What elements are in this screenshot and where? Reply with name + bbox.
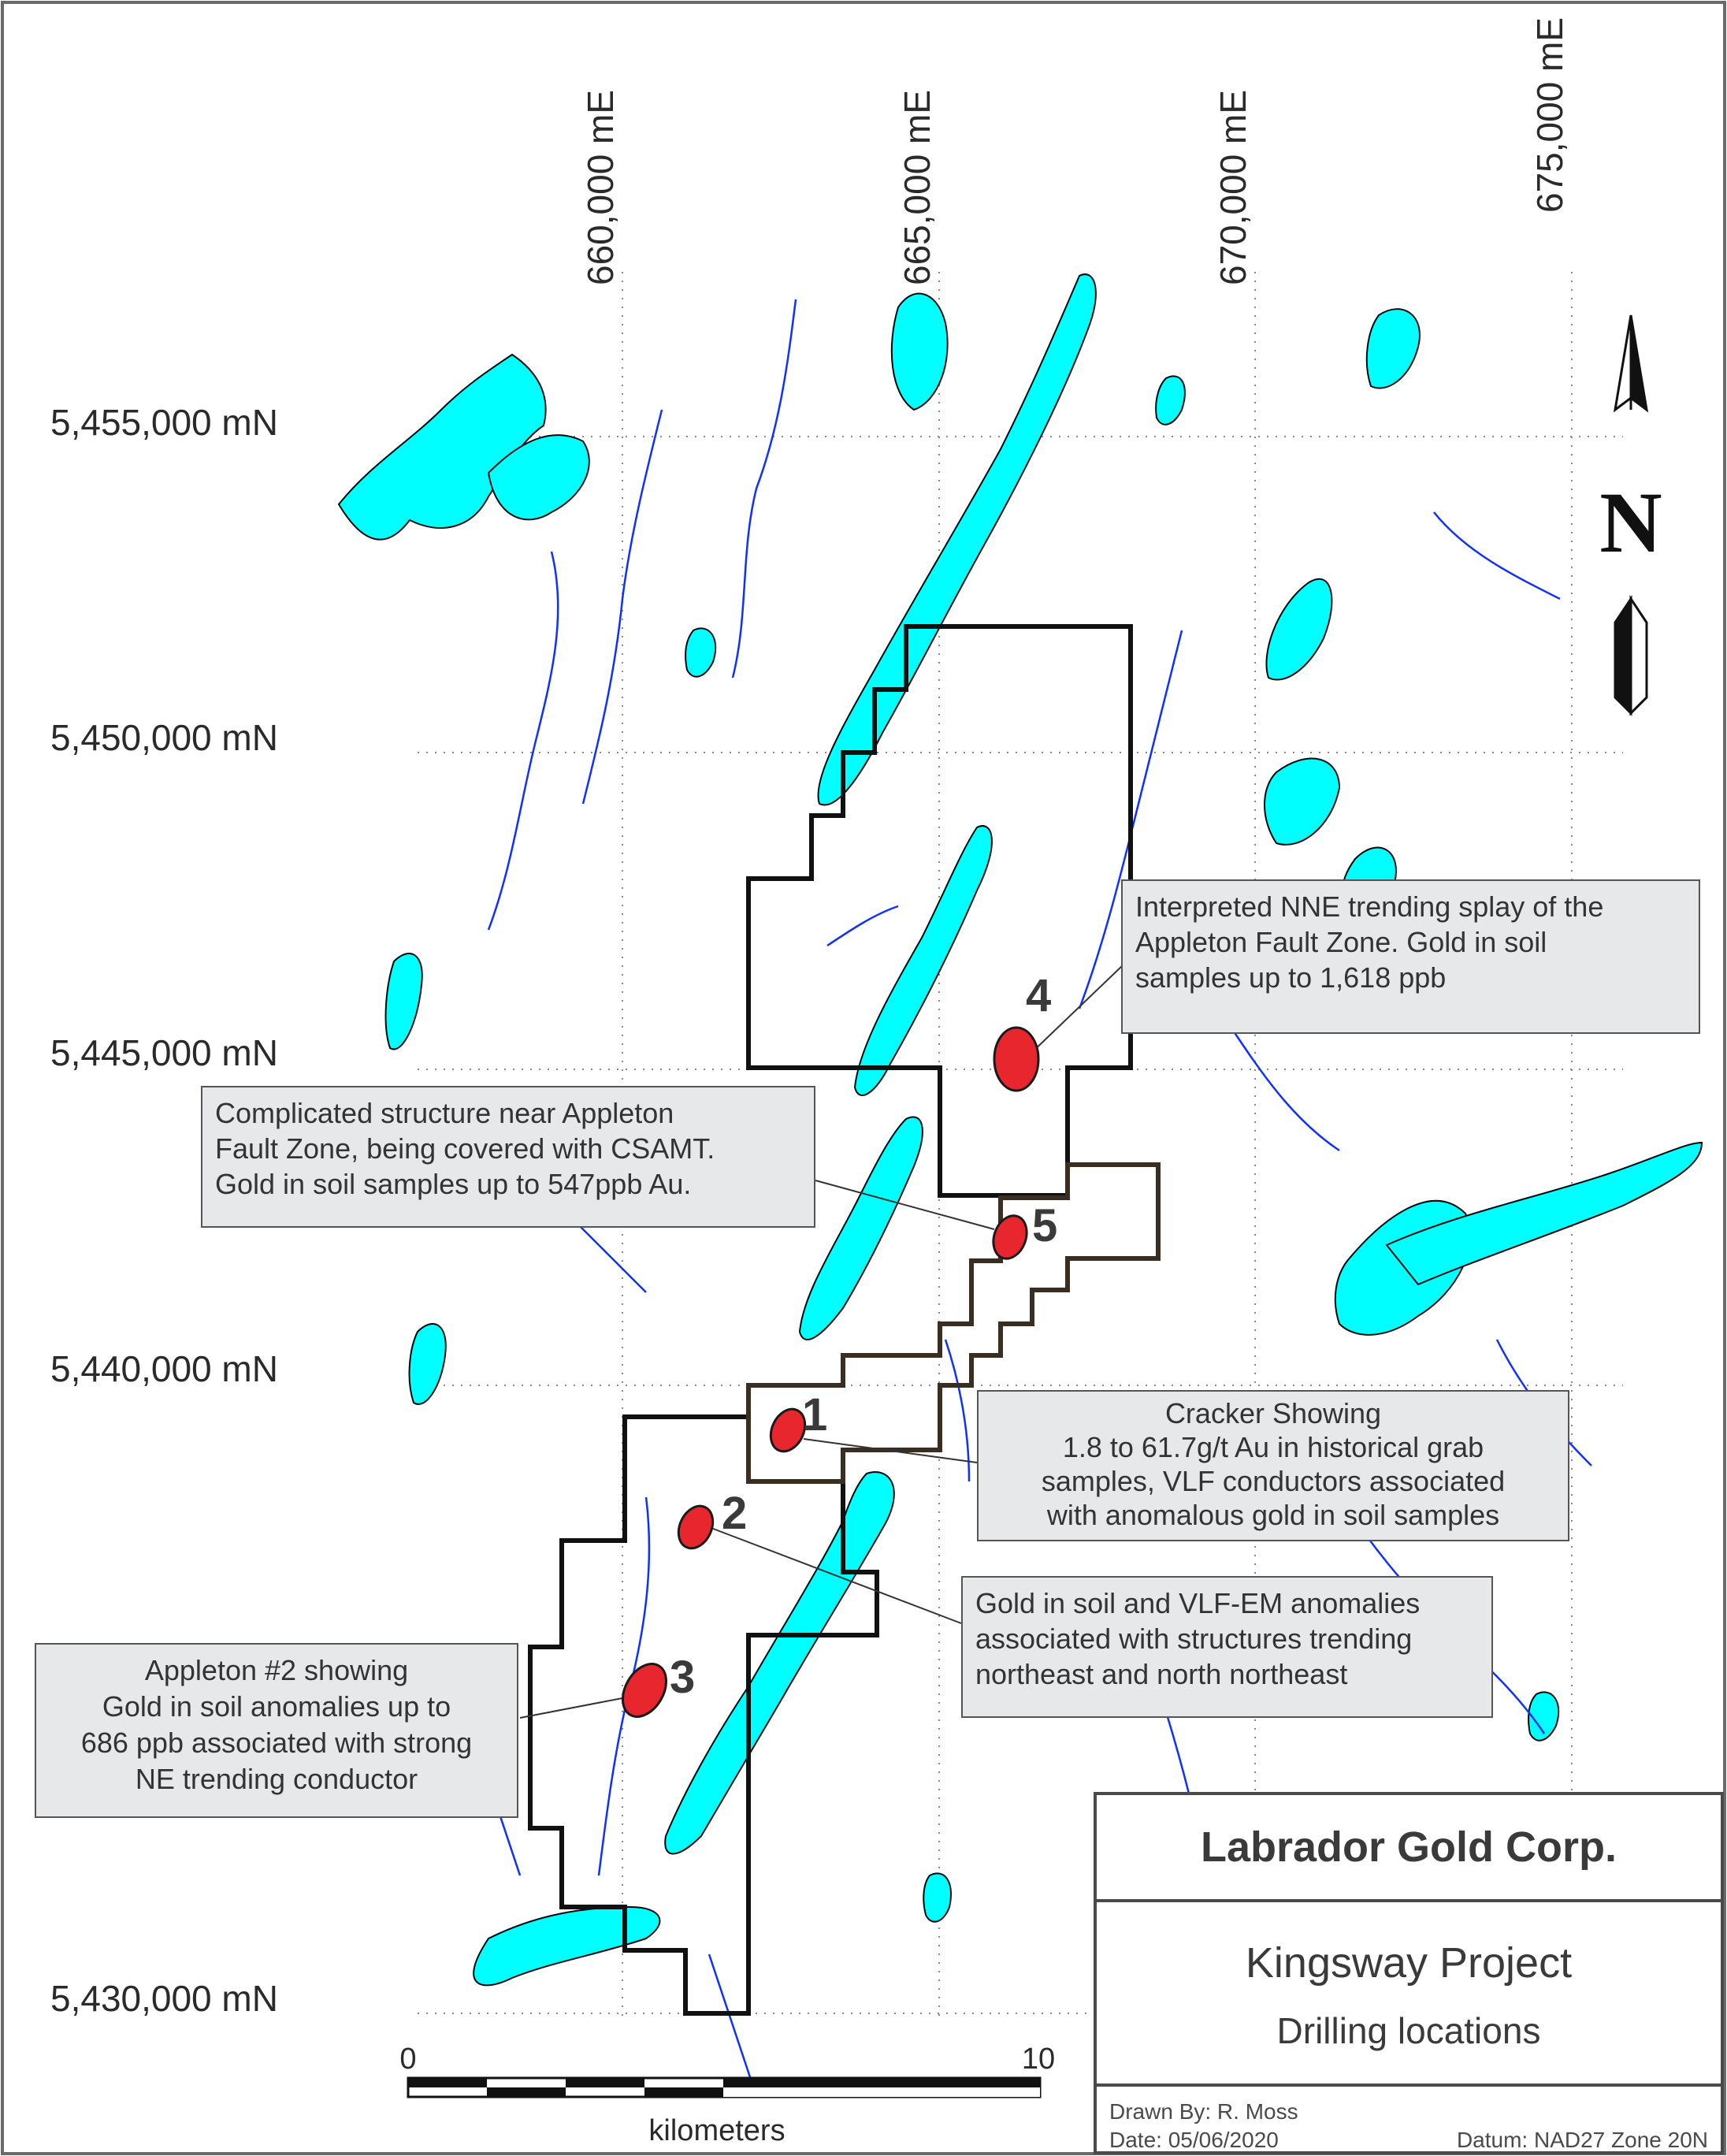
northing-label-5455000: 5,455,000 mN xyxy=(50,402,278,443)
drill-marker-3[interactable] xyxy=(614,1656,675,1724)
northing-label-5445000: 5,445,000 mN xyxy=(50,1032,278,1073)
drill-label-4: 4 xyxy=(1026,970,1051,1021)
callout-complicated-structure: Complicated structure near Appleton Faul… xyxy=(201,1086,815,1228)
callout-line: Appleton #2 showing xyxy=(144,1654,409,1686)
callout-nne-splay: Interpreted NNE trending splay of the Ap… xyxy=(1121,879,1700,1034)
lake-small-center xyxy=(685,627,717,678)
northing-label-5430000: 5,430,000 mN xyxy=(50,1978,278,2019)
callout-line: Fault Zone, being covered with CSAMT. xyxy=(215,1132,715,1165)
drill-labels: 1 2 3 4 5 xyxy=(670,970,1057,1703)
map-datum: Datum: NAD27 Zone 20N xyxy=(1456,2128,1708,2152)
callout-line: Complicated structure near Appleton xyxy=(215,1097,674,1129)
easting-labels: 660,000 mE 665,000 mE 670,000 mE 675,000… xyxy=(580,17,1570,285)
scale-bar: 0 10 kilometers xyxy=(399,2043,1055,2147)
drill-marker-4[interactable] xyxy=(993,1026,1040,1092)
easting-label-665000: 665,000 mE xyxy=(897,90,938,285)
drill-label-2: 2 xyxy=(722,1488,747,1539)
drawn-date: Date: 05/06/2020 xyxy=(1109,2128,1279,2152)
lake-south-west xyxy=(473,1905,661,1987)
callout-line: NE trending conductor xyxy=(135,1763,418,1795)
easting-label-670000: 670,000 mE xyxy=(1213,90,1253,285)
lake-west-mid xyxy=(408,1323,447,1405)
north-letter: N xyxy=(1599,474,1662,571)
title-block: Labrador Gold Corp. Kingsway Project Dri… xyxy=(1094,1792,1724,2154)
easting-label-660000: 660,000 mE xyxy=(580,90,621,285)
northing-labels: 5,455,000 mN 5,450,000 mN 5,445,000 mN 5… xyxy=(50,402,278,2019)
lake-northwest xyxy=(337,353,547,541)
north-arrow-icon: N xyxy=(1599,314,1662,716)
drill-label-5: 5 xyxy=(1032,1200,1057,1251)
scale-end: 10 xyxy=(1022,2043,1055,2076)
callout-line: 1.8 to 61.7g/t Au in historical grab xyxy=(1062,1431,1484,1463)
drill-marker-1[interactable] xyxy=(764,1403,812,1457)
northing-label-5450000: 5,450,000 mN xyxy=(50,717,278,758)
company-name: Labrador Gold Corp. xyxy=(1097,1795,1721,1902)
lake-long-ne-south xyxy=(853,825,993,1096)
callout-appleton-2: Appleton #2 showing Gold in soil anomali… xyxy=(35,1643,518,1818)
callout-line: Gold in soil and VLF-EM anomalies xyxy=(975,1587,1421,1619)
title-block-footer: Drawn By: R. Moss Date: 05/06/2020 Datum… xyxy=(1097,2087,1721,2154)
claim-north xyxy=(746,624,1133,1198)
callout-line: Gold in soil anomalies up to xyxy=(102,1690,451,1723)
drill-markers xyxy=(614,1026,1040,1724)
claim-outline-central xyxy=(746,1162,1161,1484)
callout-line: associated with structures trending xyxy=(975,1623,1413,1655)
lake-east-upper xyxy=(1265,578,1333,681)
callout-line: with anomalous gold in soil samples xyxy=(1046,1499,1500,1531)
callout-line: northeast and north northeast xyxy=(975,1658,1348,1690)
callout-line: samples up to 1,618 ppb xyxy=(1135,961,1447,994)
project-panel: Kingsway Project Drilling locations xyxy=(1097,1902,1721,2087)
lake-long-ne-north xyxy=(817,273,1097,806)
drill-label-3: 3 xyxy=(670,1652,695,1703)
streams xyxy=(440,299,1592,2097)
claim-outlines xyxy=(528,624,1133,2016)
project-name: Kingsway Project xyxy=(1245,1939,1573,1987)
callout-line: Cracker Showing xyxy=(1164,1397,1382,1429)
drill-label-1: 1 xyxy=(802,1389,827,1440)
lake-nw-mid xyxy=(384,953,423,1050)
lake-far-east xyxy=(1264,757,1341,846)
drill-marker-2[interactable] xyxy=(672,1500,719,1554)
callout-vlf-em: Gold in soil and VLF-EM anomalies associ… xyxy=(961,1576,1493,1718)
callout-line: 686 ppb associated with strong xyxy=(80,1727,473,1759)
lake-nw-2 xyxy=(487,434,590,521)
easting-label-675000: 675,000 mE xyxy=(1529,17,1570,213)
callout-line: Gold in soil samples up to 547ppb Au. xyxy=(215,1168,692,1200)
lake-small-s xyxy=(923,1872,952,1923)
scale-unit: kilometers xyxy=(648,2114,785,2147)
leader-lines xyxy=(519,965,1123,1719)
scale-start: 0 xyxy=(399,2043,416,2076)
lake-east-arm xyxy=(1385,1141,1703,1286)
lake-main-ne xyxy=(664,1471,895,1855)
callout-line: Appleton Fault Zone. Gold in soil xyxy=(1135,926,1547,958)
drawn-by: Drawn By: R. Moss xyxy=(1109,2099,1298,2124)
map-subtitle: Drilling locations xyxy=(1276,2010,1541,2051)
callout-line: Interpreted NNE trending splay of the xyxy=(1135,890,1604,923)
claim-south xyxy=(528,1414,879,2016)
grid-lines xyxy=(418,272,1623,2017)
lake-ne-corner xyxy=(1365,308,1421,389)
lake-small-ne xyxy=(1155,375,1186,426)
northing-label-5440000: 5,440,000 mN xyxy=(50,1348,278,1389)
drill-marker-5[interactable] xyxy=(988,1211,1033,1263)
lake-upper-center xyxy=(890,292,949,411)
callout-line: samples, VLF conductors associated xyxy=(1041,1465,1506,1497)
callout-cracker-showing: Cracker Showing 1.8 to 61.7g/t Au in his… xyxy=(977,1390,1569,1541)
lake-central-south xyxy=(798,1116,923,1340)
